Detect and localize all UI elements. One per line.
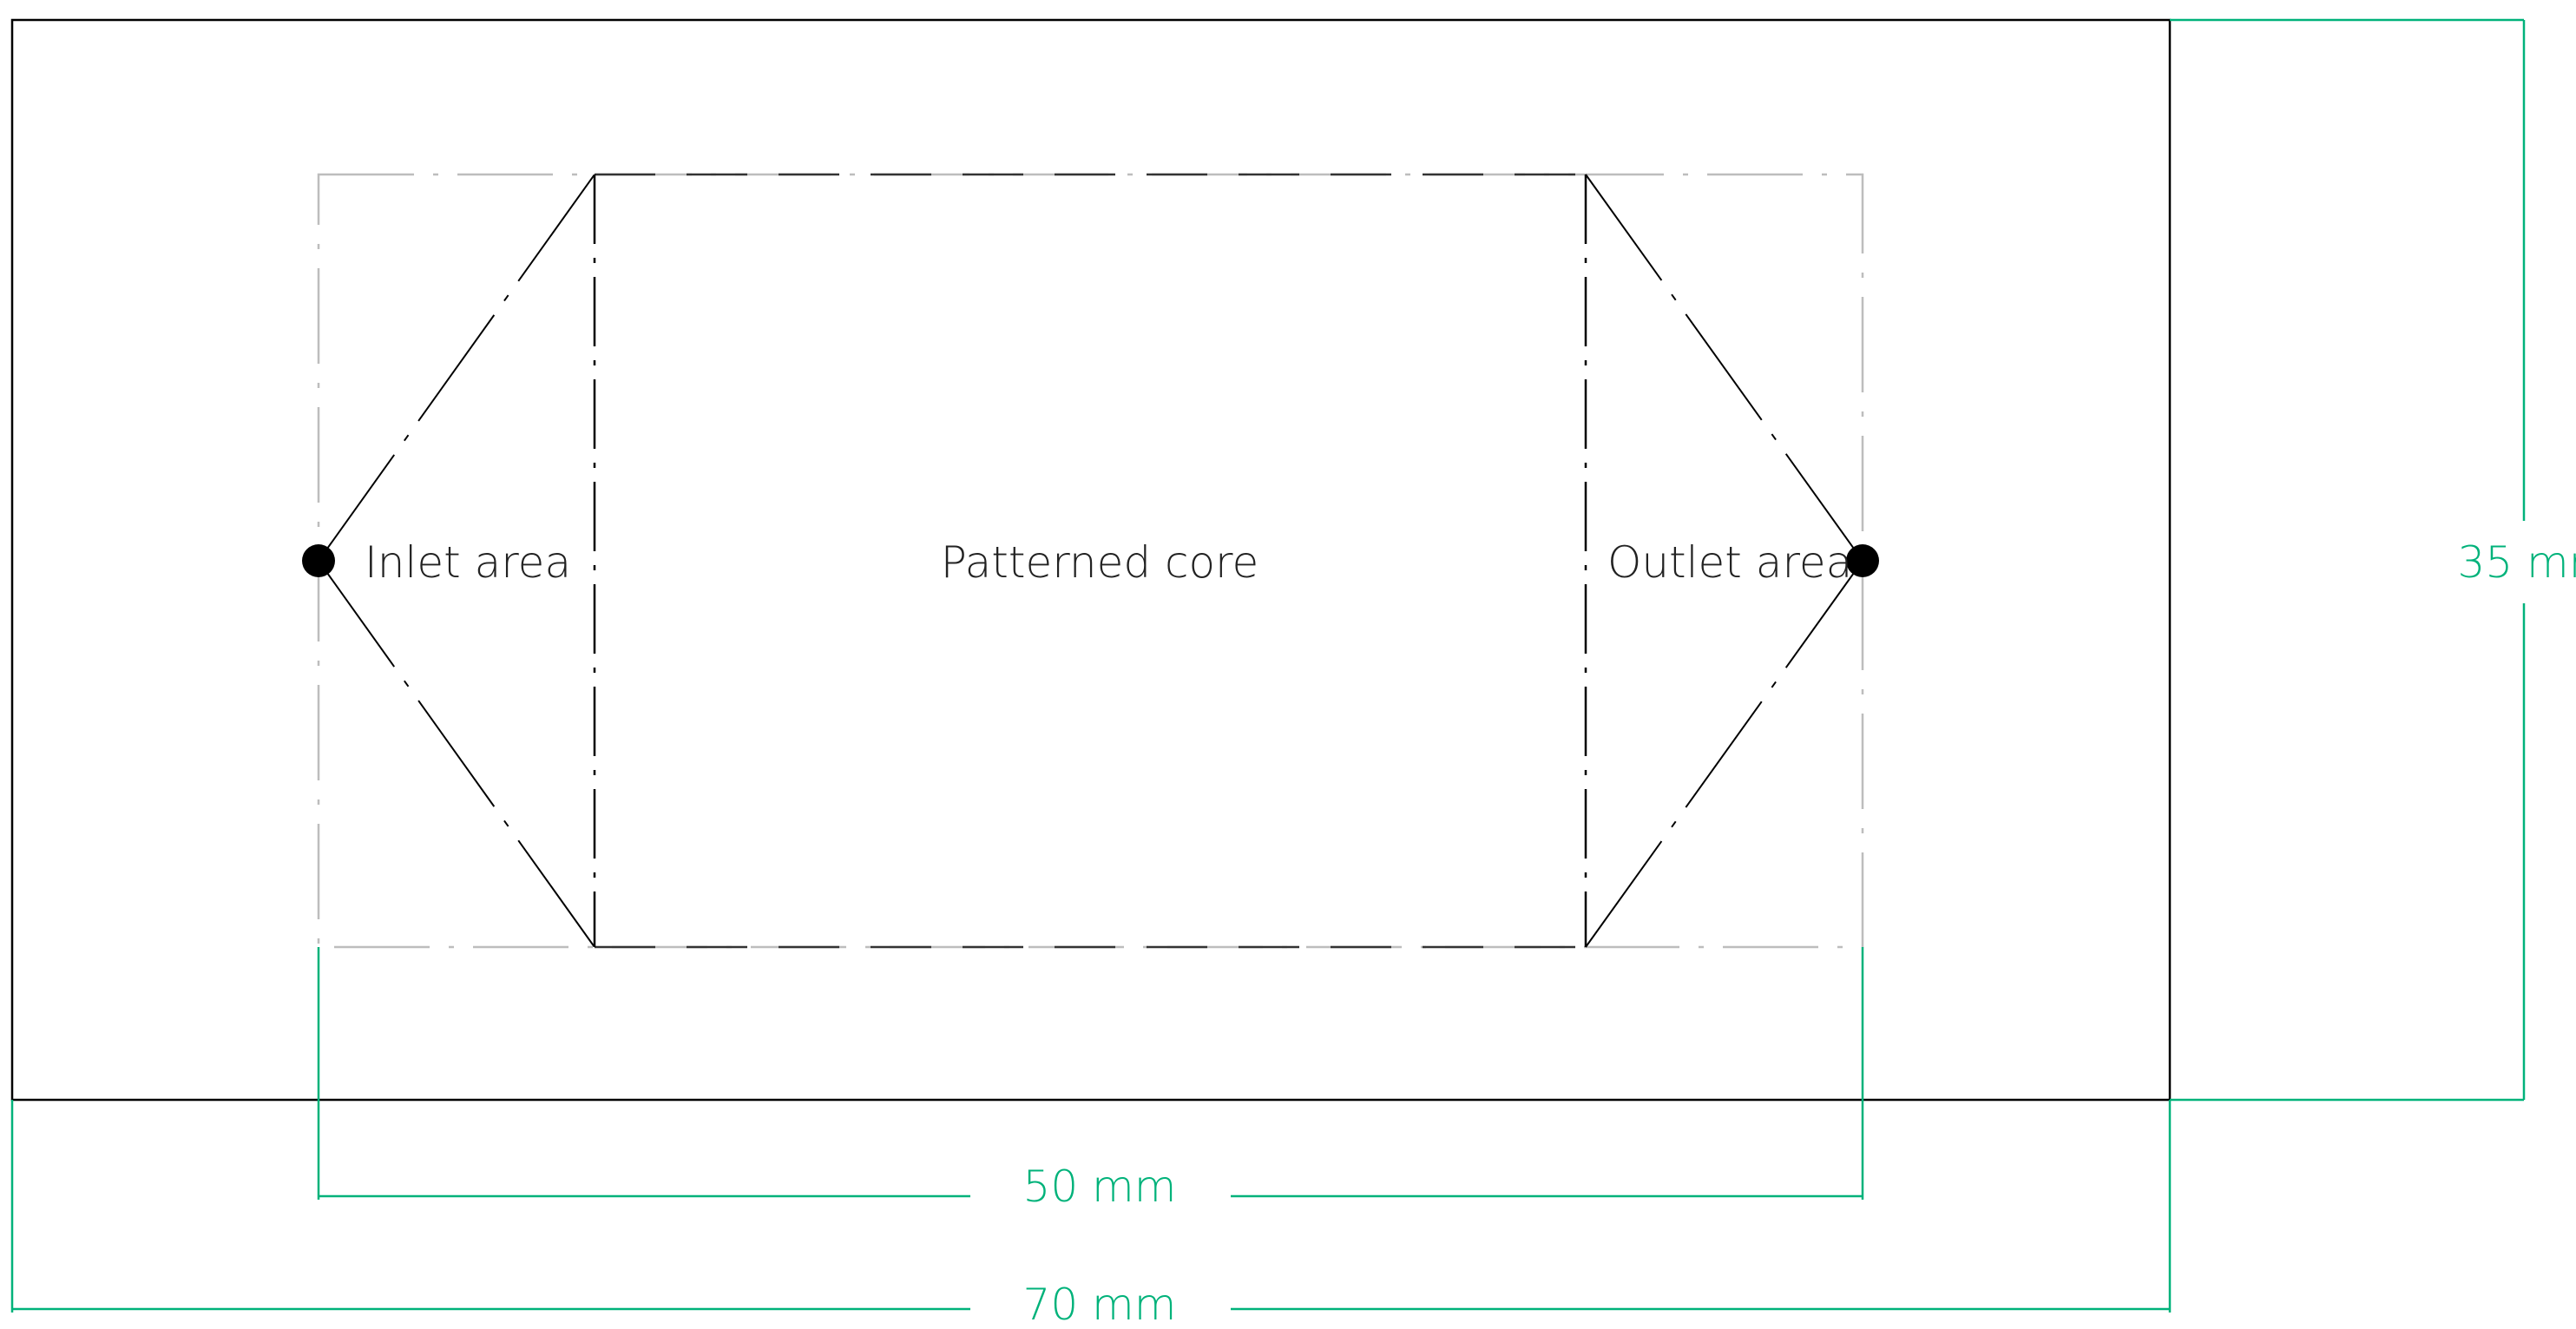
inner-width-label: 50 mm — [1023, 1161, 1177, 1212]
inlet-area-label: Inlet area — [365, 537, 571, 588]
outer-width-label: 70 mm — [1023, 1280, 1177, 1329]
outer-width-dimension — [10, 1100, 2172, 1313]
inlet-upper-edge — [318, 174, 595, 562]
inlet-port-dot — [302, 544, 335, 577]
height-dimension-label: 35 mm — [2458, 537, 2576, 588]
outlet-lower-edge — [1585, 560, 1863, 948]
inlet-lower-edge — [318, 560, 595, 948]
outlet-area-label: Outlet area — [1607, 537, 1852, 588]
outlet-port-dot — [1846, 544, 1879, 577]
height-dimension — [2170, 18, 2526, 1102]
inner-width-dimension — [317, 947, 1864, 1200]
patterned-core-label: Patterned core — [941, 537, 1259, 588]
outer-plate — [10, 18, 2172, 1102]
outlet-upper-edge — [1585, 174, 1863, 562]
